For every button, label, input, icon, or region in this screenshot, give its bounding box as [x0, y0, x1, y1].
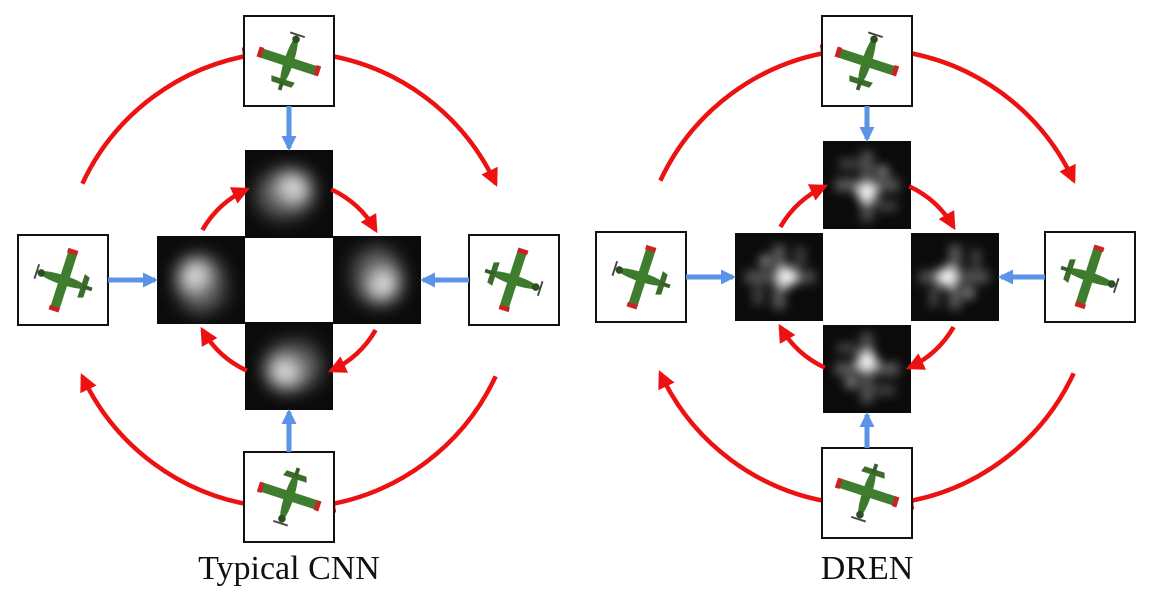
caption-typical-cnn: Typical CNN — [198, 550, 380, 587]
panel-1-input-image-top — [243, 15, 335, 107]
panel-2-inner-arc-bottom-to-left — [778, 323, 826, 370]
panel-2-outer-arc-left-to-top — [658, 44, 839, 182]
panel-1-input-image-right — [468, 234, 560, 326]
panel-1-inner-arc-left-to-top — [200, 187, 251, 232]
panel-2-outer-arc-right-to-bottom — [895, 372, 1076, 510]
panel-2-input-image-bottom — [821, 447, 913, 539]
panel-1-outer-arc-top-to-right — [320, 51, 498, 187]
panel-1-outer-arc-left-to-top — [80, 47, 261, 185]
panel-2-input-image-top — [821, 15, 913, 107]
panel-2-outer-arc-bottom-to-left — [658, 370, 836, 506]
panel-2-outer-arc-top-to-right — [898, 48, 1076, 184]
panel-2-inner-arc-left-to-top — [778, 184, 829, 229]
panel-1-feature-map-left — [157, 236, 245, 324]
panel-1-inner-arc-bottom-to-left — [200, 326, 248, 373]
panel-1-feature-map-top — [245, 150, 333, 238]
panel-2 — [595, 15, 1136, 539]
panel-2-input-image-right — [1044, 231, 1136, 323]
panel-1-feature-map-right — [333, 236, 421, 324]
panel-1 — [17, 15, 560, 543]
panel-2-feature-map-top — [823, 141, 911, 229]
panel-2-feature-map-left — [735, 233, 823, 321]
panel-1-outer-arc-bottom-to-left — [80, 373, 258, 509]
panel-1-outer-arc-right-to-bottom — [317, 375, 498, 513]
panel-2-input-image-left — [595, 231, 687, 323]
panel-2-feature-map-right — [911, 233, 999, 321]
caption-dren: DREN — [820, 550, 914, 587]
panel-1-input-image-bottom — [243, 451, 335, 543]
panel-1-input-image-left — [17, 234, 109, 326]
panel-2-inner-arc-top-to-right — [908, 184, 956, 231]
panel-1-feature-map-bottom — [245, 322, 333, 410]
panel-1-inner-arc-right-to-bottom — [327, 328, 378, 373]
panel-1-inner-arc-top-to-right — [330, 187, 378, 234]
panel-2-feature-map-bottom — [823, 325, 911, 413]
panel-2-inner-arc-right-to-bottom — [905, 325, 956, 370]
